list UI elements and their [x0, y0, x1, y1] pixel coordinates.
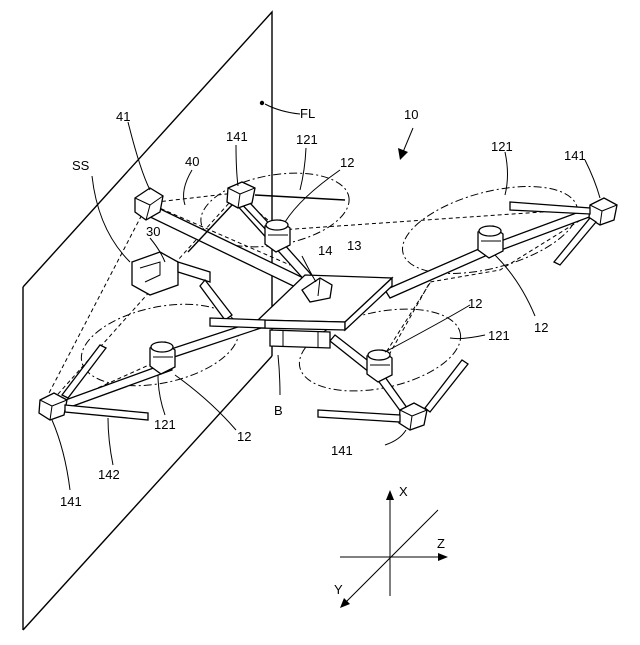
- axis-label-x: X: [399, 484, 408, 499]
- label-141-d: 141: [60, 494, 82, 509]
- label-12-d: 12: [237, 429, 251, 444]
- motor-12-bottom: [367, 350, 392, 382]
- label-141-c: 141: [331, 443, 353, 458]
- label-14: 14: [318, 243, 332, 258]
- axis-label-y: Y: [334, 582, 343, 597]
- label-13: 13: [347, 238, 361, 253]
- label-41: 41: [116, 109, 130, 124]
- label-121-b: 121: [491, 139, 513, 154]
- label-b: B: [274, 403, 283, 418]
- label-12-c: 12: [468, 296, 482, 311]
- axis-label-z: Z: [437, 536, 445, 551]
- motor-12-left: [150, 342, 175, 374]
- label-12-b: 12: [534, 320, 548, 335]
- label-121-c: 121: [488, 328, 510, 343]
- base-b: [270, 330, 330, 348]
- label-fl: FL: [300, 106, 315, 121]
- fl-marker-dot: [260, 101, 264, 105]
- label-40: 40: [185, 154, 199, 169]
- label-121-a: 121: [296, 132, 318, 147]
- label-141-b: 141: [564, 148, 586, 163]
- label-141-a: 141: [226, 129, 248, 144]
- label-121-d: 121: [154, 417, 176, 432]
- motor-12-topleft: [265, 220, 290, 252]
- label-12-a: 12: [340, 155, 354, 170]
- label-30: 30: [146, 224, 160, 239]
- label-10: 10: [404, 107, 418, 122]
- motor-12-right: [478, 226, 503, 258]
- axis-triad: [340, 128, 448, 608]
- label-ss: SS: [72, 158, 90, 173]
- label-142: 142: [98, 467, 120, 482]
